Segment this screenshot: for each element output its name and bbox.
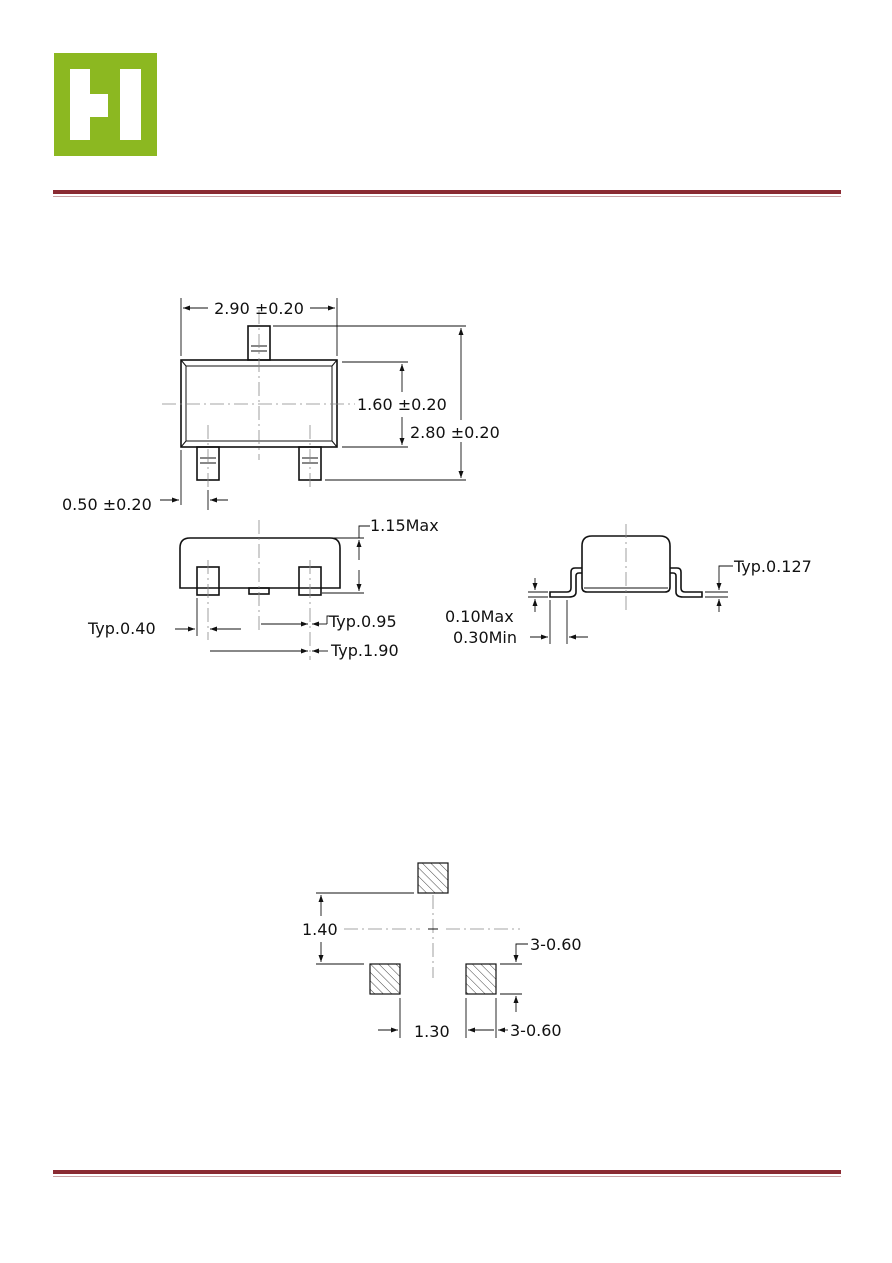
dim-body-width: 1.60 ±0.20 (357, 395, 447, 414)
dim-lead-offset: Typ.0.40 (87, 619, 156, 638)
side-view: 1.15Max Typ.0.40 Typ.0.95 Typ.1.90 (87, 516, 439, 660)
dim-lead-thickness: Typ.0.127 (733, 557, 812, 576)
header-rule (53, 190, 841, 197)
dim-foot-length: 0.30Min (453, 628, 517, 647)
dim-height: 1.15Max (370, 516, 439, 535)
footprint: 1.40 1.30 3-0.60 3-0.60 (302, 862, 582, 1041)
dim-span: Typ.1.90 (330, 641, 399, 660)
dim-standoff: 0.10Max (445, 607, 514, 626)
dim-lead-width: 0.50 ±0.20 (62, 495, 152, 514)
dim-pad-spacing: 1.30 (414, 1022, 450, 1041)
footer-rule (53, 1170, 841, 1177)
dim-top-width: 2.90 ±0.20 (214, 299, 304, 318)
dim-row-spacing: 1.40 (302, 920, 338, 939)
top-view: 2.90 ±0.20 1.60 ±0.20 2.80 ±0.20 0.50 ±0… (62, 298, 500, 514)
dim-pad-width: 3-0.60 (510, 1021, 562, 1040)
end-view: Typ.0.127 0.10Max 0.30Min (445, 524, 812, 647)
dim-pitch: Typ.0.95 (328, 612, 397, 631)
company-logo (54, 53, 157, 156)
dim-pad-height: 3-0.60 (530, 935, 582, 954)
dim-total-height: 2.80 ±0.20 (410, 423, 500, 442)
